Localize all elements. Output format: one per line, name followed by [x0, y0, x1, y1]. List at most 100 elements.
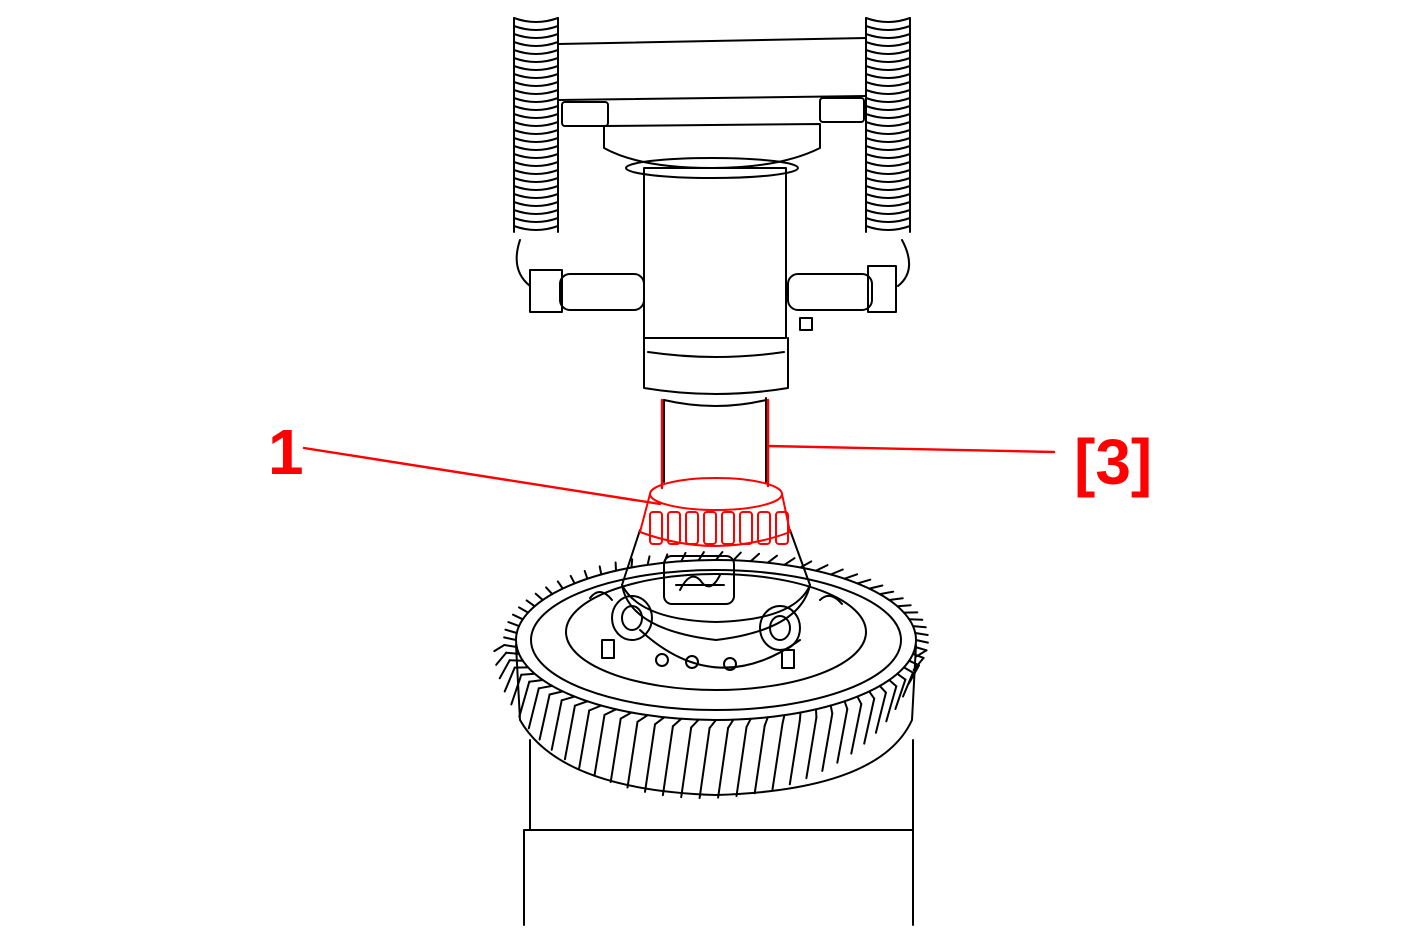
- gear-tooth: [878, 684, 887, 694]
- gear-tooth: [503, 636, 517, 641]
- gear-tooth: [896, 672, 907, 681]
- gear-tooth: [868, 584, 884, 590]
- spring-coil: [865, 89, 911, 95]
- support-block: [523, 739, 914, 926]
- gear-tooth: [878, 590, 895, 596]
- spring-coil: [865, 65, 911, 71]
- gear-tooth-face: [593, 713, 606, 777]
- gear-tooth: [504, 628, 518, 634]
- bearing-roller: [667, 511, 681, 545]
- spring-coil: [513, 225, 559, 231]
- gear-tooth-face: [863, 697, 876, 745]
- tapered-roller-bearing-icon: [639, 477, 791, 547]
- spring-coil: [513, 113, 559, 119]
- gear-tooth: [915, 639, 929, 644]
- gear-tooth: [507, 621, 520, 628]
- gear-tooth: [573, 700, 589, 707]
- gear-tooth: [745, 717, 752, 729]
- gear-tooth: [671, 717, 683, 728]
- gear-tooth-face: [788, 719, 801, 786]
- gear-tooth: [520, 672, 536, 676]
- bearing-installer-tool-icon: [660, 398, 770, 490]
- spring-coil: [513, 201, 559, 207]
- spring-coil: [865, 177, 911, 183]
- spring-coil: [865, 33, 911, 39]
- gear-tooth: [798, 711, 802, 722]
- gear-tooth: [815, 564, 829, 572]
- gear-tooth: [843, 573, 859, 580]
- leader-line-3: [766, 444, 1056, 454]
- gear-tooth-face: [894, 678, 907, 711]
- spring-coil: [865, 185, 911, 191]
- gear-tooth: [537, 684, 554, 690]
- gear-tooth: [749, 552, 761, 563]
- spring-coil: [865, 81, 911, 87]
- gear-tooth-face: [717, 726, 730, 799]
- spring-right-icon: [865, 17, 911, 233]
- spring-coil: [865, 25, 911, 31]
- gear-tooth-face: [498, 659, 511, 680]
- gear-tooth: [528, 679, 544, 683]
- infiniti-logo-icon: [675, 574, 725, 591]
- gear-tooth-face: [578, 709, 591, 769]
- bearing-roller: [757, 511, 771, 545]
- gear-tooth-face: [902, 671, 914, 698]
- spring-coil: [865, 17, 911, 23]
- bearing-roller: [721, 511, 735, 545]
- gear-tooth: [534, 592, 544, 601]
- spring-coil: [865, 153, 911, 159]
- nut-right-icon: [819, 97, 865, 123]
- spring-coil: [865, 201, 911, 207]
- gear-tooth-face: [563, 704, 576, 761]
- gear-tooth: [545, 586, 554, 596]
- spring-coil: [513, 89, 559, 95]
- spring-coil: [513, 161, 559, 167]
- spring-coil: [513, 209, 559, 215]
- bearing-rollers: [649, 511, 789, 545]
- gear-tooth-face: [661, 725, 674, 797]
- spring-coil: [865, 217, 911, 223]
- spring-coil: [865, 193, 911, 199]
- gear-tooth: [598, 565, 603, 576]
- gear-tooth: [843, 700, 849, 711]
- gear-tooth-face: [609, 717, 622, 783]
- gear-tooth: [829, 568, 844, 576]
- gear-tooth: [525, 599, 536, 608]
- gear-tooth-face: [510, 673, 523, 706]
- gear-tooth: [732, 551, 742, 562]
- spring-coil: [513, 137, 559, 143]
- gear-tooth-face: [805, 716, 818, 780]
- gear-tooth: [888, 679, 898, 688]
- spring-coil: [865, 169, 911, 175]
- gear-tooth-face: [771, 722, 784, 791]
- spring-coil: [865, 161, 911, 167]
- gear-tooth: [829, 704, 834, 715]
- gear-tooth: [914, 646, 928, 652]
- gear-tooth-face: [503, 666, 516, 693]
- spring-coil: [513, 105, 559, 111]
- spring-coil: [865, 225, 911, 231]
- gear-tooth: [856, 578, 872, 585]
- gear-tooth: [763, 716, 769, 727]
- gear-tooth: [556, 580, 564, 590]
- gear-tooth-face: [735, 726, 748, 797]
- nut-left-icon: [561, 101, 609, 127]
- spring-coil: [865, 41, 911, 47]
- bearing-roller: [775, 511, 789, 545]
- gear-tooth-face: [836, 708, 849, 764]
- ring-gear-teeth: [493, 551, 929, 799]
- gear-tooth: [548, 690, 564, 696]
- spring-coil: [513, 129, 559, 135]
- ring-gear-icon: [493, 551, 929, 799]
- spring-coil: [513, 153, 559, 159]
- spring-coil: [513, 121, 559, 127]
- gear-tooth: [912, 625, 927, 629]
- gear-tooth: [868, 690, 876, 700]
- bearing-roller: [649, 511, 663, 545]
- gear-tooth-face: [626, 720, 639, 789]
- gear-tooth: [727, 718, 735, 729]
- gear-tooth: [569, 574, 576, 585]
- gear-tooth: [583, 569, 589, 580]
- hydraulic-press-icon: [513, 17, 911, 483]
